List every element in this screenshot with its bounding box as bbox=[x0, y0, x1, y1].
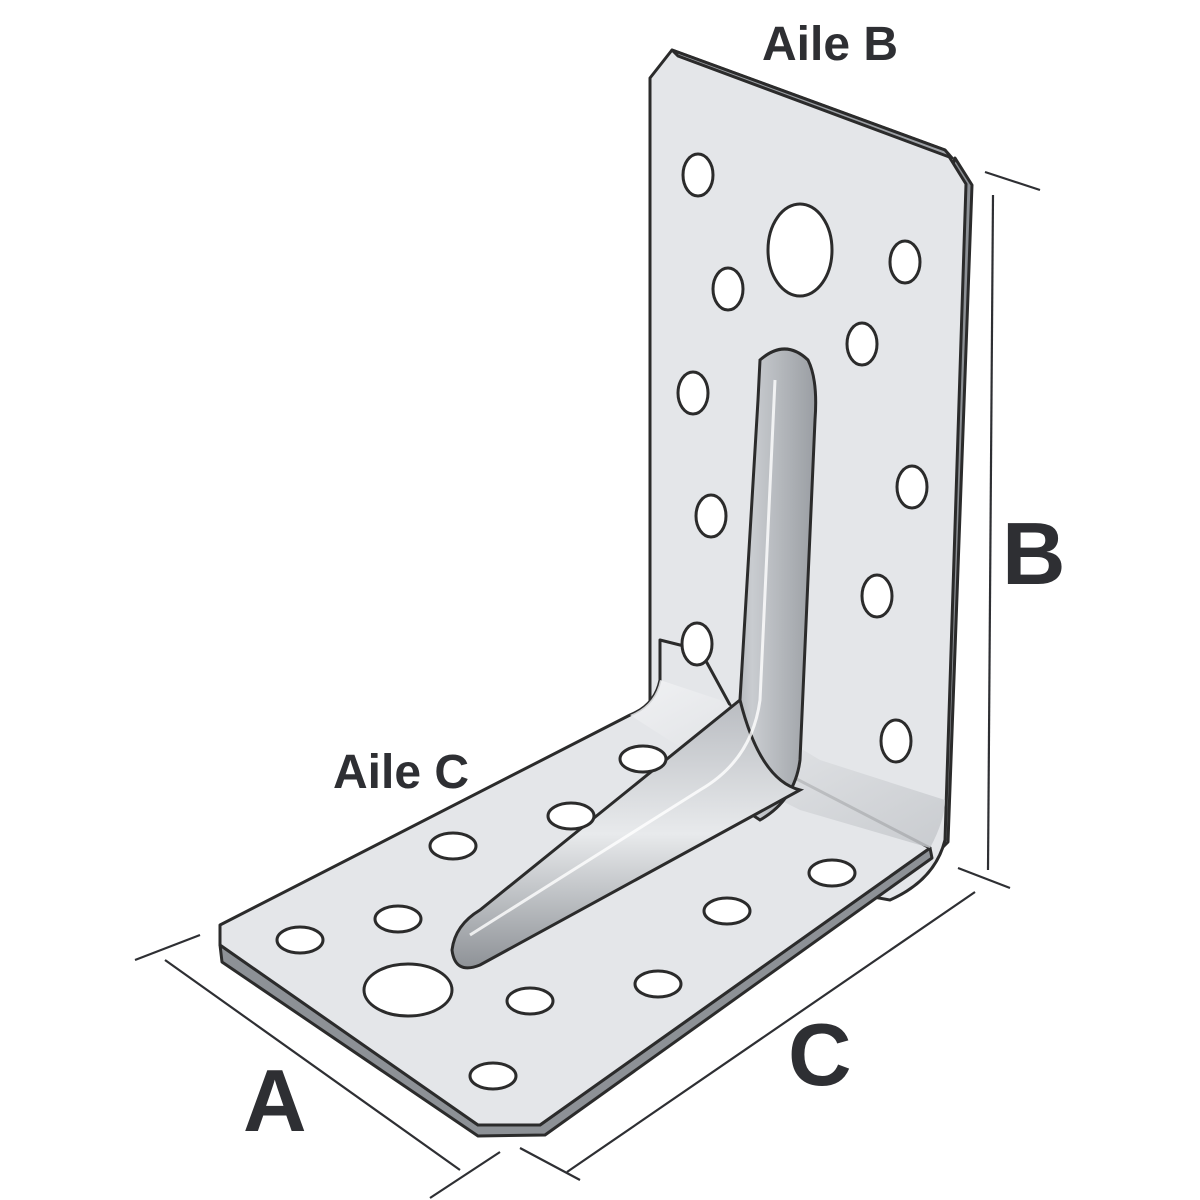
hole-icon bbox=[618, 744, 668, 774]
hole-icon bbox=[711, 266, 745, 312]
hole-icon bbox=[860, 573, 894, 619]
hole-icon bbox=[807, 858, 857, 888]
label-dim-b: B bbox=[1002, 504, 1066, 603]
rib-vertical bbox=[698, 347, 818, 822]
dim-a-line bbox=[164, 959, 461, 1171]
label-aile-b: Aile B bbox=[762, 18, 898, 71]
hole-icon bbox=[428, 831, 478, 861]
dim-a-tick-left bbox=[134, 933, 201, 962]
label-dim-a: A bbox=[243, 1051, 307, 1150]
hole-icon bbox=[888, 239, 922, 285]
hole-icon bbox=[676, 370, 710, 416]
dim-c-tick-right bbox=[957, 866, 1011, 890]
hole-icon bbox=[680, 621, 714, 667]
stiffening-rib bbox=[450, 347, 818, 970]
hole-icon bbox=[895, 464, 929, 510]
wing-b-top-edge bbox=[670, 48, 954, 160]
hole-icon bbox=[702, 896, 752, 926]
rib-highlight bbox=[469, 379, 777, 937]
hole-icon bbox=[275, 925, 325, 955]
large-hole-icon bbox=[362, 962, 454, 1018]
hole-icon bbox=[633, 969, 683, 999]
hole-icon bbox=[505, 986, 555, 1016]
dim-c-line bbox=[566, 891, 976, 1173]
dimension-lines bbox=[134, 170, 1041, 1199]
hole-icon bbox=[373, 904, 423, 934]
dim-a-tick-right bbox=[429, 1151, 501, 1199]
large-hole-icon bbox=[766, 202, 834, 298]
hole-icon bbox=[681, 152, 715, 198]
rib-diagonal bbox=[450, 697, 805, 970]
hole-icon bbox=[546, 801, 596, 831]
dim-b-tick-top bbox=[984, 170, 1041, 192]
dim-c-tick-left bbox=[519, 1147, 581, 1181]
hole-icon bbox=[694, 493, 728, 539]
label-dim-c: C bbox=[788, 1005, 852, 1104]
hole-icon bbox=[879, 718, 913, 764]
dim-b-line bbox=[986, 194, 995, 871]
hole-icon bbox=[845, 321, 879, 367]
label-aile-c: Aile C bbox=[333, 746, 469, 799]
wing-b-holes bbox=[676, 152, 929, 764]
hole-icon bbox=[468, 1061, 518, 1091]
wing-c-holes bbox=[275, 744, 857, 1091]
